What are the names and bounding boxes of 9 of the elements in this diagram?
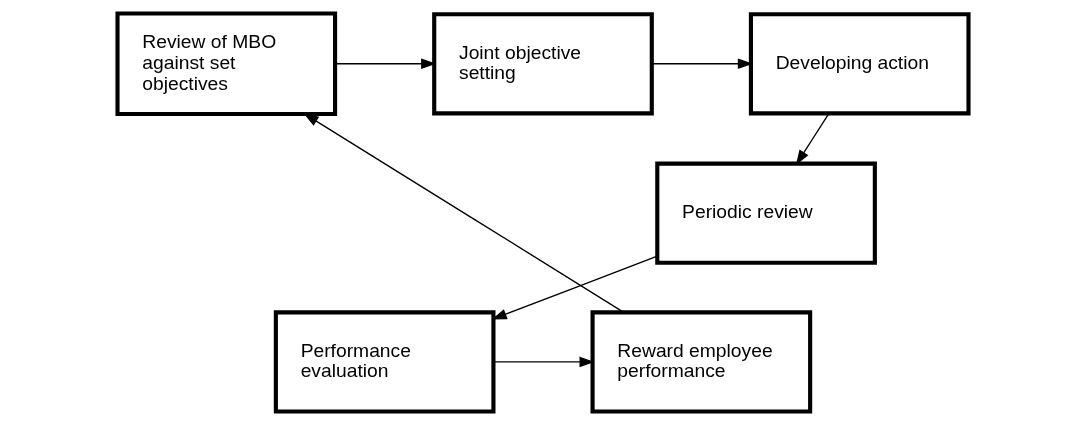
node-box: Periodic review [654,161,877,265]
node-box: Performance evaluation [273,310,495,414]
arrow [492,356,595,368]
node-box: Joint objective setting [431,12,654,116]
node-box: Reward employee performance [590,310,812,414]
arrow [303,113,624,313]
arrow [491,255,658,320]
node-box: Developing action [748,12,971,116]
node-box: Review of MBO against set objectives [114,11,337,117]
